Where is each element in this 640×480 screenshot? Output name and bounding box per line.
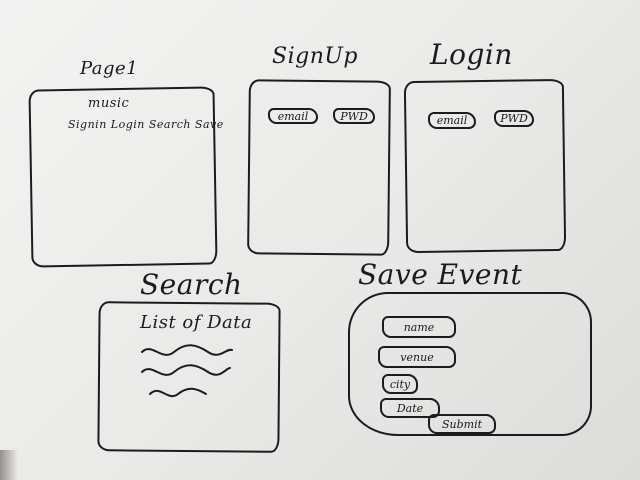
save-event-city-field[interactable]: city — [382, 374, 418, 394]
search-title: Search — [140, 268, 243, 301]
save-event-submit-button[interactable]: Submit — [428, 414, 496, 434]
page1-links: Signin Login Search Save — [68, 118, 224, 131]
save-event-date-field[interactable]: Date — [380, 398, 440, 418]
search-list-label: List of Data — [140, 312, 253, 333]
signup-email-field[interactable]: email — [268, 108, 318, 124]
signup-title: SignUp — [272, 44, 358, 69]
login-email-field[interactable]: email — [428, 112, 476, 129]
login-frame — [403, 78, 567, 254]
save-event-name-field[interactable]: name — [382, 316, 456, 338]
save-event-title: Save Event — [358, 258, 523, 291]
search-data-placeholder — [141, 344, 233, 397]
photo-edge-shadow — [0, 450, 18, 480]
page1-frame — [28, 86, 218, 268]
save-event-frame — [348, 292, 592, 436]
signup-frame — [247, 79, 391, 256]
login-title: Login — [430, 38, 513, 71]
page1-heading: music — [88, 96, 130, 111]
page1-title: Page1 — [80, 58, 139, 79]
login-pwd-field[interactable]: PWD — [494, 110, 534, 127]
save-event-venue-field[interactable]: venue — [378, 346, 456, 368]
signup-pwd-field[interactable]: PWD — [333, 108, 375, 124]
